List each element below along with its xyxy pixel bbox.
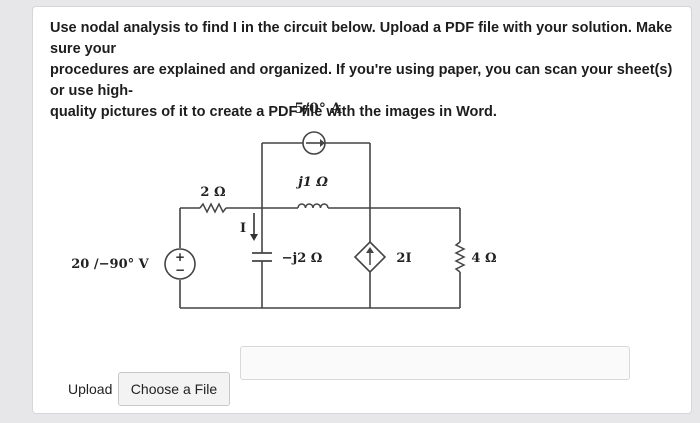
resistor-2ohm [199,202,227,214]
label-inductor: j1 Ω [295,175,328,190]
label-current-i: I [240,221,246,236]
label-dependent-source: 2I [396,251,411,266]
label-capacitor: −j2 Ω [282,251,323,266]
dependent-current-source [353,240,387,274]
choose-file-button[interactable]: Choose a File [118,372,230,406]
arrow-down-icon [250,234,258,241]
inductor-j1 [297,203,329,209]
upload-label: Upload [68,381,113,397]
question-line-2: procedures are explained and organized. … [50,62,673,99]
current-source-top [302,131,326,155]
label-resistor-2: 2 Ω [200,185,225,200]
question-text: Use nodal analysis to find I in the circ… [50,18,680,123]
plus-sign: + [175,250,185,264]
arrow-right-icon [320,139,325,147]
question-line-1: Use nodal analysis to find I in the circ… [50,20,673,57]
label-resistor-4: 4 Ω [471,251,496,266]
label-current-source: 5/0° A [294,101,342,117]
label-voltage-source: 20 /−90° V [71,257,149,272]
arrow-up-icon [366,247,374,253]
minus-sign: − [175,263,185,277]
resistor-4ohm [454,241,466,273]
current-arrow-i [250,213,258,241]
question-line-3: quality pictures of it to create a PDF f… [50,104,497,120]
answer-input[interactable] [240,346,630,380]
capacitor-minus-j2 [252,252,272,262]
voltage-source: + − [164,248,196,280]
